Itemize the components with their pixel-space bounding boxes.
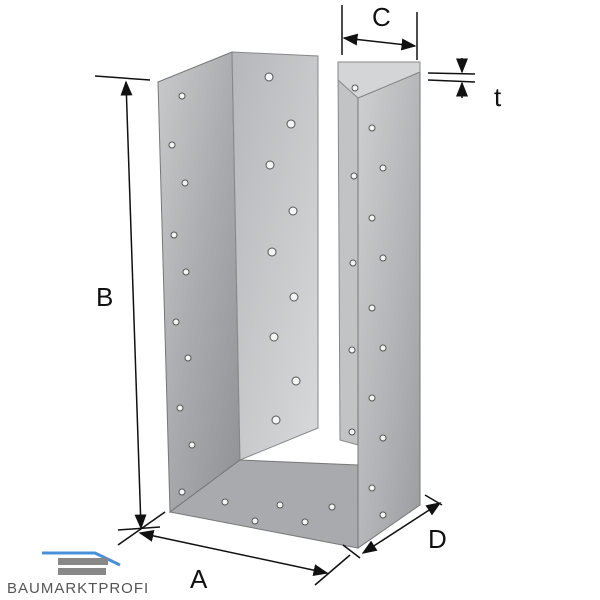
- bracket: [157, 51, 421, 549]
- right-flange-inner: [337, 61, 361, 446]
- dimension-label-d: D: [428, 524, 447, 554]
- logo-mark: [42, 551, 121, 575]
- right-flange-outer: [357, 71, 421, 549]
- left-flange-outer: [157, 51, 241, 513]
- right-flange-top: [337, 61, 421, 99]
- dimension-lines: [94, 5, 476, 586]
- dimension-label-b: B: [96, 282, 114, 312]
- nail-holes: [168, 72, 387, 526]
- left-flange-inner: [231, 51, 319, 461]
- logo-text: BAUMARKTPROFI: [7, 580, 150, 597]
- dimension-label-a: A: [190, 564, 208, 594]
- dimension-label-t: t: [494, 82, 502, 112]
- dimension-label-c: C: [372, 2, 391, 32]
